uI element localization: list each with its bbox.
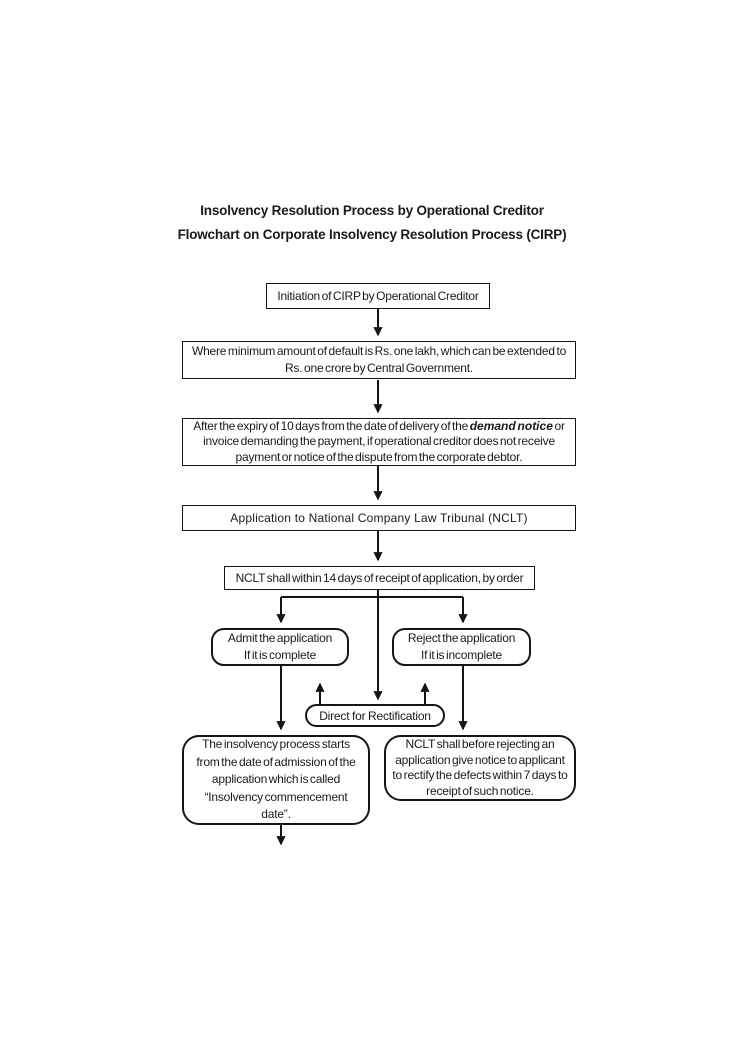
node-reject-application: Reject the application If it is incomplet… xyxy=(392,628,531,666)
admit-line2: If it is complete xyxy=(243,648,317,662)
node-text: Admit the application If it is complete xyxy=(228,630,332,664)
node-minimum-default: Where minimum amount of default is Rs. o… xyxy=(182,341,576,379)
node-nclt-order: NCLT shall within 14 days of receipt of … xyxy=(224,566,535,590)
reject-line1: Reject the application xyxy=(407,631,516,645)
node-text: After the expiry of 10 days from the dat… xyxy=(193,419,565,466)
node-text: Direct for Rectification xyxy=(319,708,431,723)
node-insolvency-commencement: The insolvency process starts from the d… xyxy=(182,735,370,825)
node-text: Application to National Company Law Trib… xyxy=(230,511,528,525)
node-text: The insolvency process starts from the d… xyxy=(196,737,356,822)
node-demand-notice-expiry: After the expiry of 10 days from the dat… xyxy=(182,418,576,466)
node-text: Initiation of CIRP by Operational Credit… xyxy=(277,289,479,303)
expiry-text-before: After the expiry of 10 days from the dat… xyxy=(193,418,470,433)
node-text: NCLT shall before rejecting an applicati… xyxy=(392,737,568,798)
page-subtitle: Flowchart on Corporate Insolvency Resolu… xyxy=(177,227,567,242)
branch-line xyxy=(281,590,463,598)
node-direct-rectification: Direct for Rectification xyxy=(305,704,445,727)
node-text: Where minimum amount of default is Rs. o… xyxy=(191,344,567,375)
demand-notice-emphasis: demand notice xyxy=(469,418,553,433)
node-text: Reject the application If it is incomplet… xyxy=(407,630,516,664)
node-text: NCLT shall within 14 days of receipt of … xyxy=(235,571,524,585)
admit-line1: Admit the application xyxy=(227,631,333,645)
node-initiation-cirp: Initiation of CIRP by Operational Credit… xyxy=(266,283,490,309)
page-title: Insolvency Resolution Process by Operati… xyxy=(200,203,544,218)
expiry-text-after: or invoice demanding the payment, if ope… xyxy=(203,418,565,464)
node-rectify-defects-notice: NCLT shall before rejecting an applicati… xyxy=(384,735,576,801)
reject-line2: If it is incomplete xyxy=(420,648,503,662)
node-application-nclt: Application to National Company Law Trib… xyxy=(182,505,576,531)
node-admit-application: Admit the application If it is complete xyxy=(211,628,349,666)
document-header: Insolvency Resolution Process by Operati… xyxy=(0,199,744,247)
